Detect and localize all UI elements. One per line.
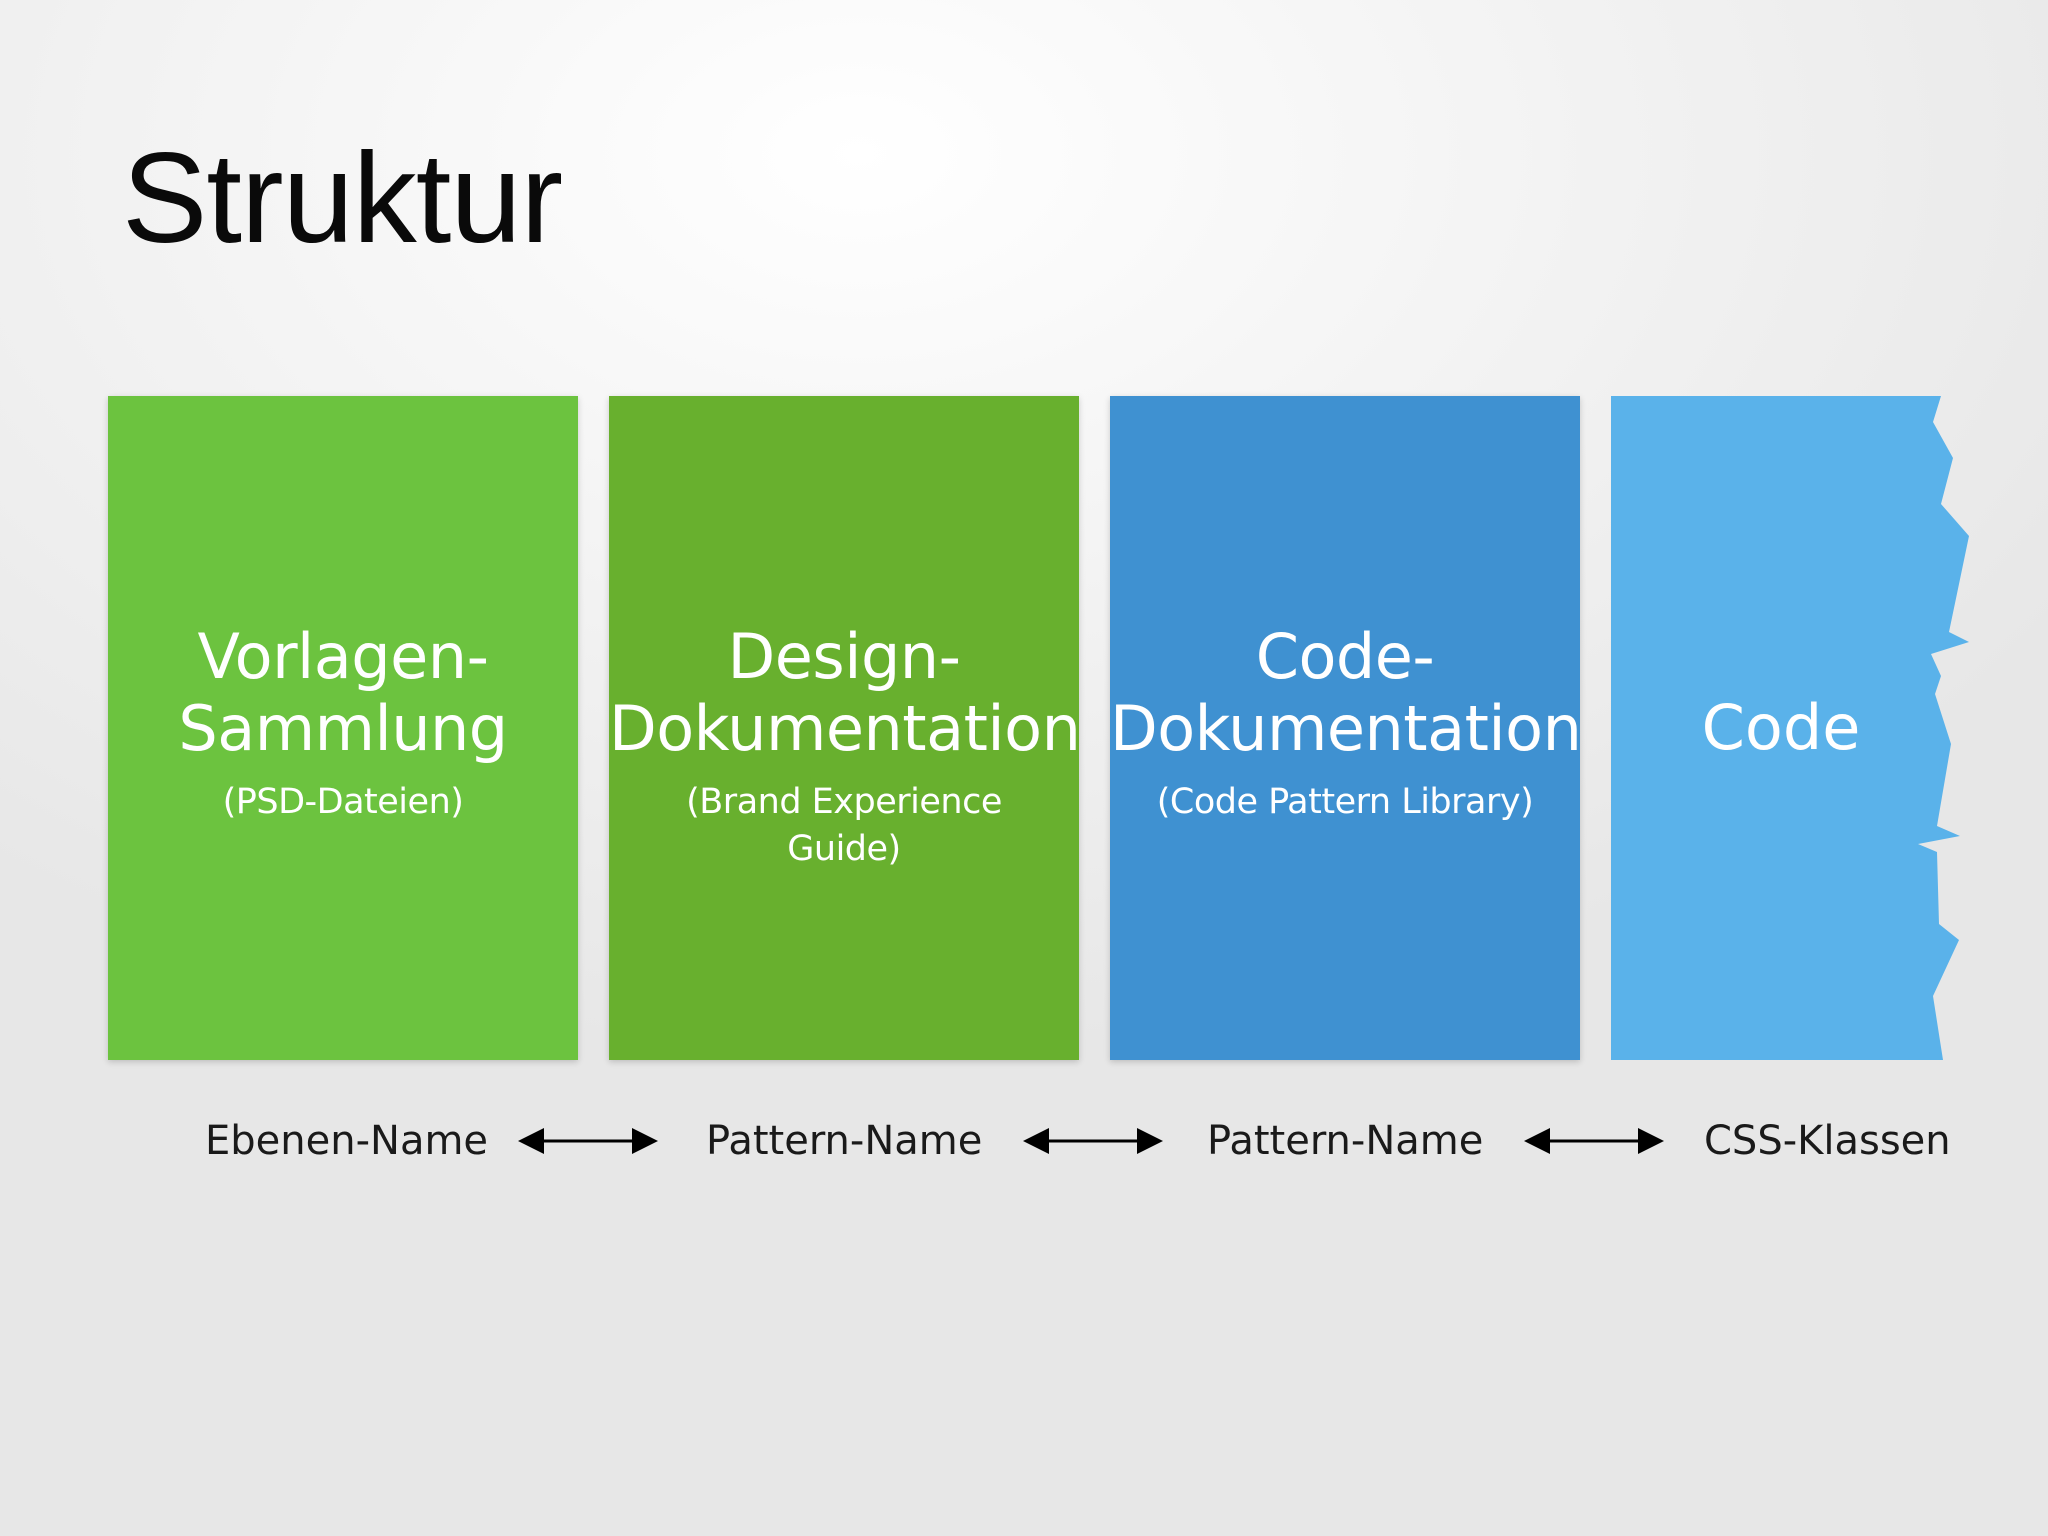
torn-edge-shape: [1611, 396, 1969, 1060]
double-arrow-icon: [518, 1128, 658, 1154]
double-arrow-icon: [1023, 1128, 1163, 1154]
slide-title: Struktur: [122, 127, 563, 270]
box-vorlagen-sammlung: Vorlagen- Sammlung (PSD-Dateien): [108, 396, 578, 1060]
label-ebenen-name: Ebenen-Name: [205, 1118, 489, 1164]
label-pattern-name-design: Pattern-Name: [706, 1118, 983, 1164]
label-css-klassen: CSS-Klassen: [1704, 1118, 1951, 1164]
box-title: Design- Dokumentation: [609, 620, 1081, 765]
box-design-dokumentation: Design- Dokumentation (Brand Experience …: [609, 396, 1081, 1060]
box-subtitle: (Brand Experience Guide): [686, 782, 1002, 869]
label-pattern-name-code: Pattern-Name: [1207, 1118, 1484, 1164]
box-title: Code- Dokumentation: [1110, 620, 1582, 765]
double-arrow-icon: [1524, 1128, 1664, 1154]
box-title: Code: [1701, 691, 1861, 764]
box-code-dokumentation: Code- Dokumentation (Code Pattern Librar…: [1110, 396, 1582, 1060]
box-subtitle: (Code Pattern Library): [1156, 782, 1534, 822]
box-code: Code: [1611, 396, 1971, 1060]
box-subtitle: (PSD-Dateien): [222, 782, 464, 822]
box-title: Vorlagen- Sammlung: [178, 620, 508, 765]
